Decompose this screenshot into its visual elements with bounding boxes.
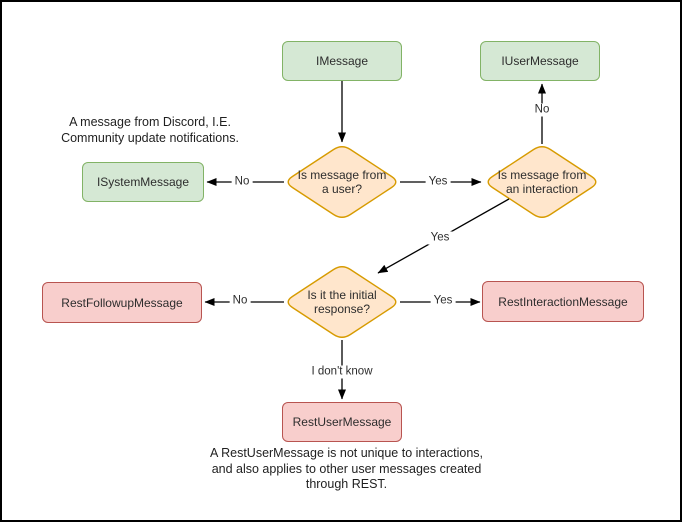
decision-initial-response-label: Is it the initial response? (307, 288, 377, 316)
edge-label-initial-unknown: I don't know (308, 365, 376, 379)
node-restusermessage: RestUserMessage (282, 402, 402, 442)
decision-from-user-label: Is message from a user? (297, 168, 387, 196)
edge-label-initial-no: No (229, 294, 251, 308)
decision-shape-initial-response (287, 266, 397, 338)
node-restfollowupmessage: RestFollowupMessage (42, 282, 202, 323)
decision-shape-from-interaction (487, 146, 597, 218)
annotation-system-message-note: A message from Discord, I.E. Community u… (61, 115, 239, 145)
node-restinteractionmessage: RestInteractionMessage (482, 281, 644, 322)
decision-from-interaction-label: Is message from an interaction (497, 168, 587, 196)
edge-label-user-yes: Yes (425, 175, 451, 189)
edge-label-interaction-yes: Yes (427, 231, 453, 245)
edge-label-initial-yes: Yes (430, 294, 456, 308)
annotation-rest-user-message-note: A RestUserMessage is not unique to inter… (209, 446, 484, 491)
node-iusermessage: IUserMessage (480, 41, 600, 81)
edge-label-user-no: No (231, 175, 253, 189)
node-imessage: IMessage (282, 41, 402, 81)
edge-label-interaction-no: No (531, 103, 553, 117)
node-isystemmessage: ISystemMessage (82, 162, 204, 202)
decision-shape-from-user (287, 146, 397, 218)
